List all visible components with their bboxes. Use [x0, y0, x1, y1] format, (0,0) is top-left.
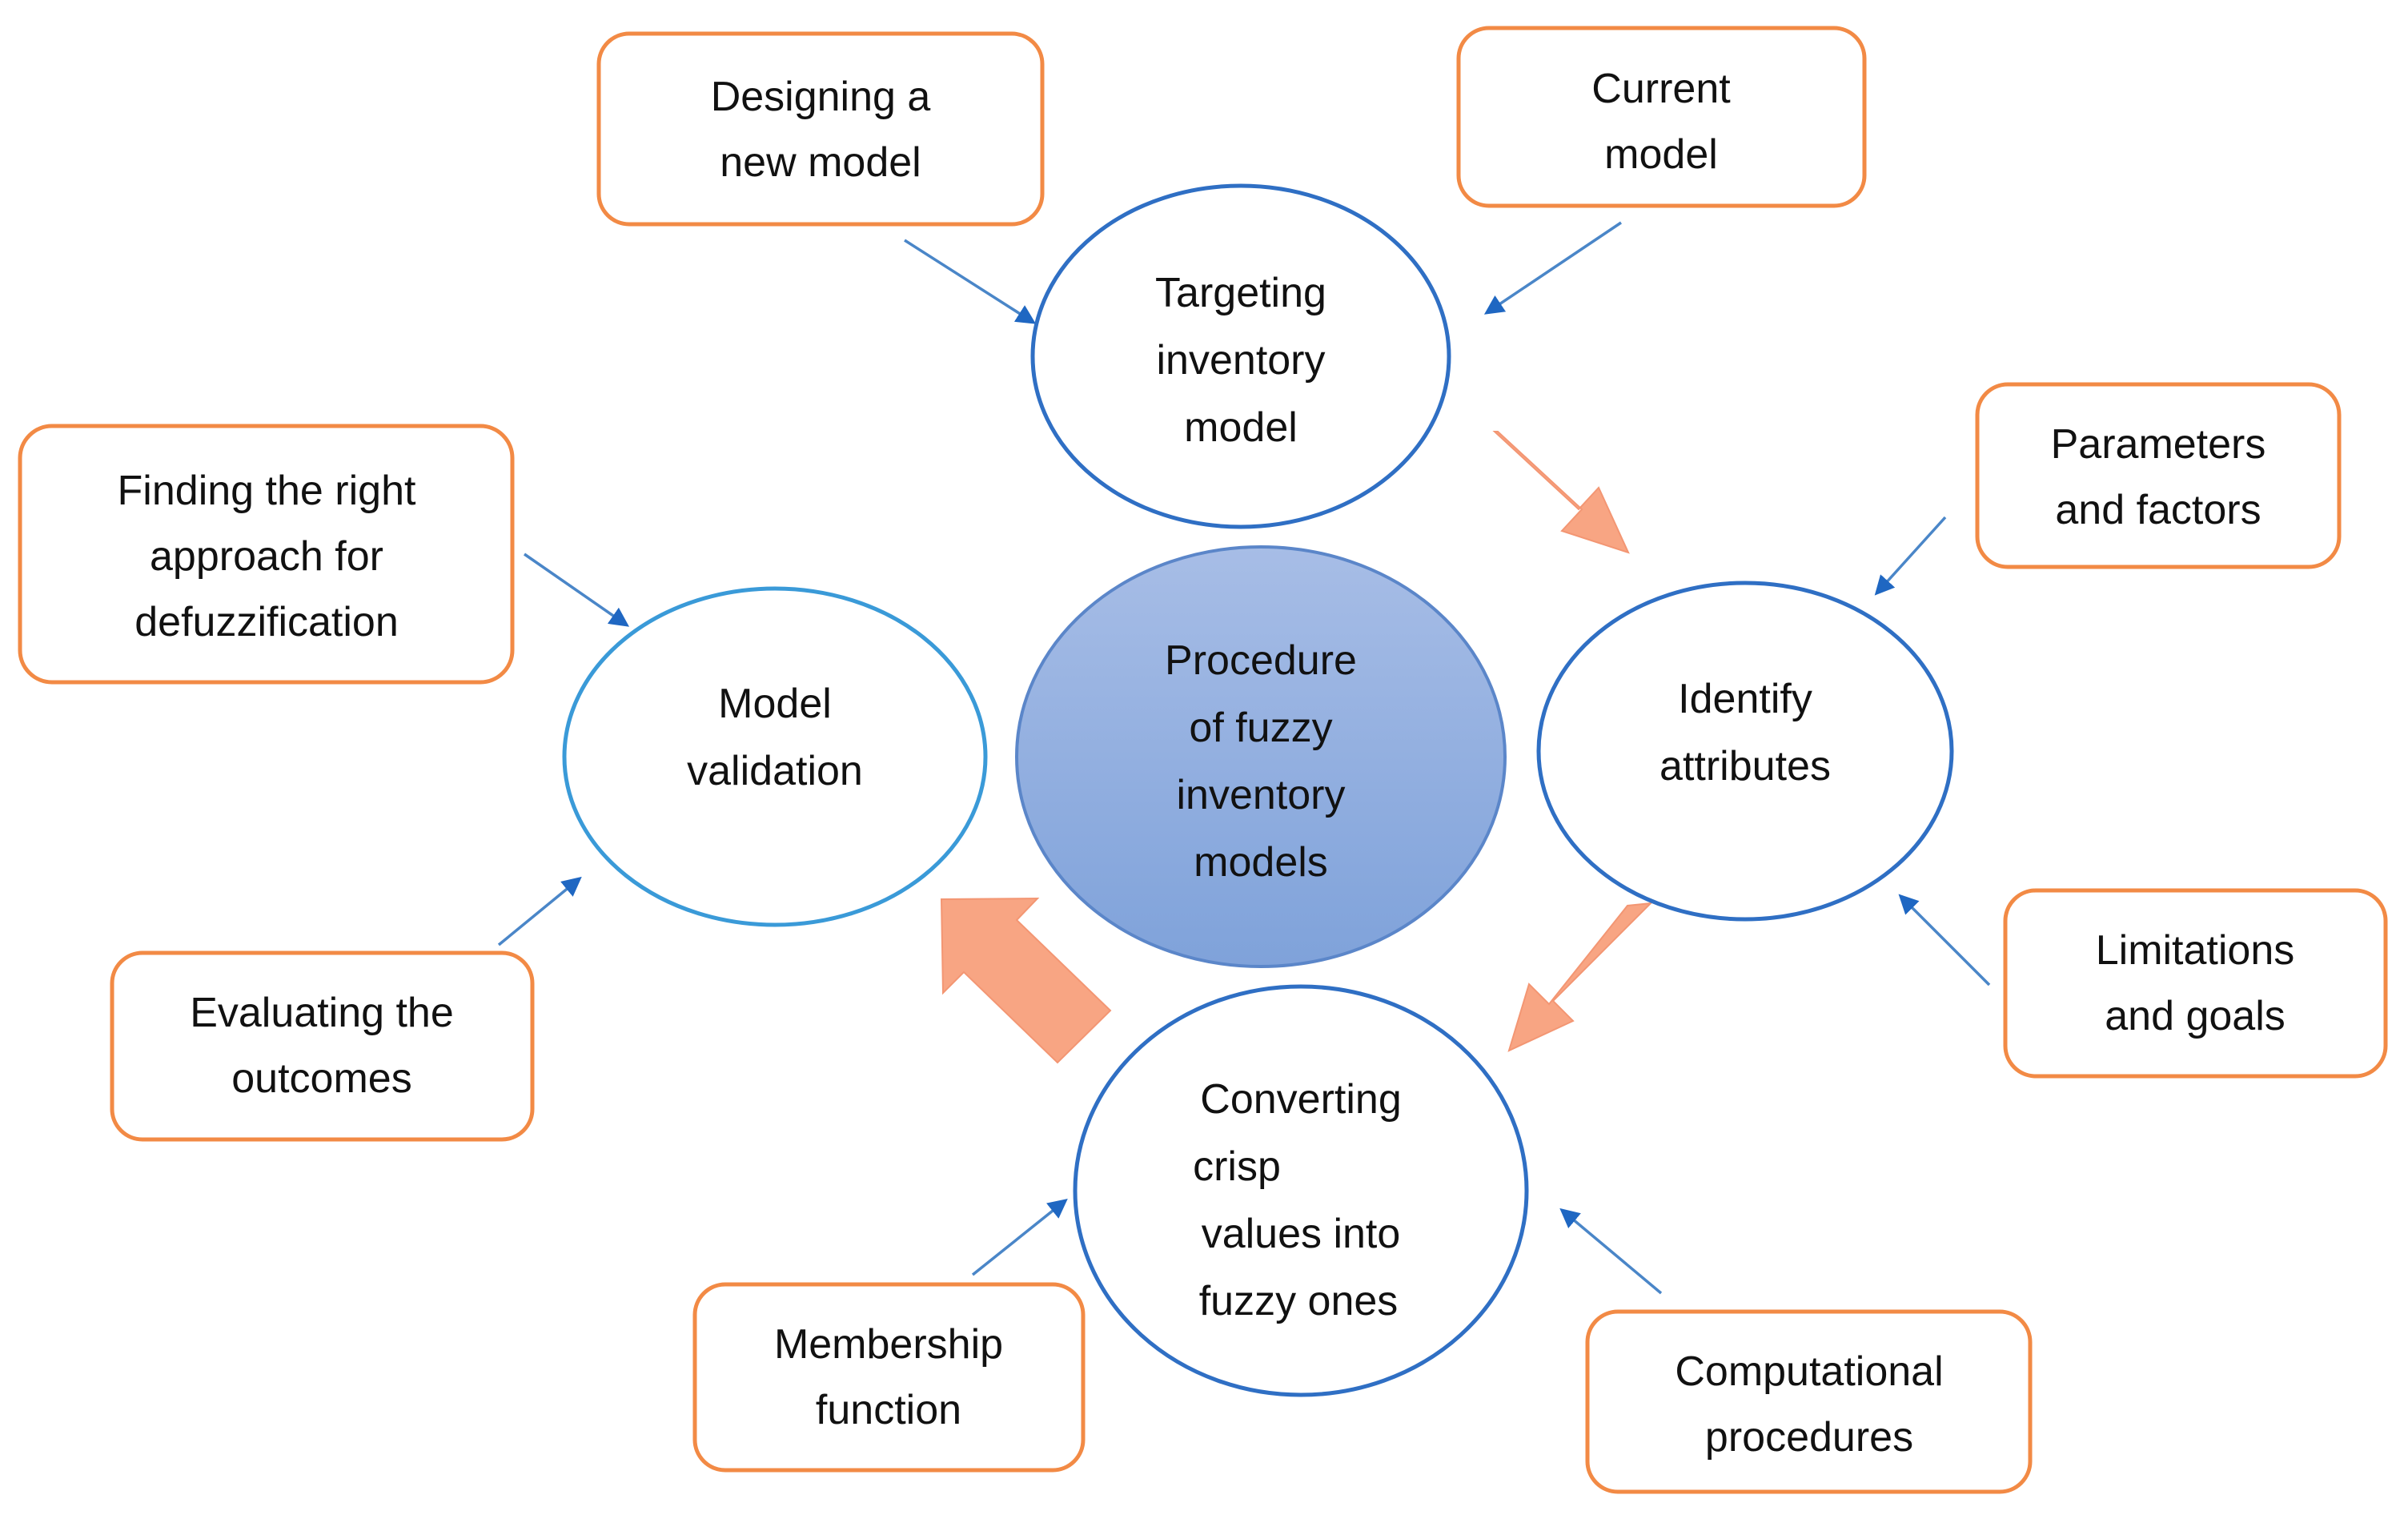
- stage-validation: Model validation: [562, 586, 988, 927]
- arrow-designing-to-targeting: [904, 239, 1037, 324]
- annotation-computational-box: [1585, 1309, 2033, 1494]
- stage-validation-ellipse: [562, 586, 988, 927]
- center-line-2: of fuzzy: [1189, 705, 1332, 751]
- flow-arrow-identify-to-converting: [1507, 902, 1653, 1052]
- flow-arrows: [940, 431, 1653, 1064]
- stage-converting-line-3: values into: [1202, 1211, 1401, 1257]
- annotation-designing: Designing a new model: [596, 31, 1045, 227]
- stage-targeting-line-3: model: [1184, 404, 1298, 451]
- annotation-membership-line-2: function: [816, 1387, 961, 1433]
- pointer-arrows: [497, 221, 1991, 1295]
- stage-identify: Identify attributes: [1536, 581, 1954, 922]
- annotation-finding-line-3: defuzzification: [134, 599, 399, 645]
- annotation-designing-line-1: Designing a: [711, 74, 931, 120]
- annotation-current: Current model: [1456, 26, 1867, 208]
- annotation-limitations: Limitations and goals: [2003, 888, 2388, 1079]
- flow-arrow-targeting-to-identify: [1492, 431, 1630, 554]
- annotation-membership-box: [692, 1282, 1086, 1473]
- center-line-3: inventory: [1177, 772, 1346, 818]
- arrow-computational-to-converting: [1559, 1208, 1663, 1295]
- stage-converting-line-1: Converting: [1200, 1076, 1401, 1123]
- annotation-current-box: [1456, 26, 1867, 208]
- annotation-evaluating: Evaluating the outcomes: [110, 950, 535, 1142]
- arrow-finding-to-validation: [524, 553, 630, 627]
- stage-targeting-line-2: inventory: [1157, 337, 1326, 384]
- arrow-membership-to-converting: [971, 1198, 1068, 1276]
- annotation-parameters: Parameters and factors: [1975, 382, 2342, 569]
- stage-validation-line-2: validation: [687, 748, 863, 794]
- stage-converting-line-4: fuzzy ones: [1199, 1278, 1399, 1324]
- stage-identify-line-1: Identify: [1678, 676, 1812, 722]
- annotation-evaluating-box: [110, 950, 535, 1142]
- annotation-designing-box: [596, 31, 1045, 227]
- arrow-evaluating-to-validation: [497, 876, 582, 946]
- stage-validation-line-1: Model: [718, 681, 832, 727]
- annotation-parameters-line-1: Parameters: [2051, 421, 2266, 468]
- annotation-parameters-line-2: and factors: [2055, 487, 2261, 533]
- annotation-computational-line-2: procedures: [1705, 1414, 1913, 1461]
- arrow-parameters-to-identify: [1874, 516, 1947, 596]
- annotation-current-line-1: Current: [1591, 66, 1731, 112]
- annotation-limitations-line-2: and goals: [2105, 993, 2286, 1039]
- stage-identify-ellipse: [1536, 581, 1954, 922]
- annotation-finding-box: [18, 424, 515, 685]
- annotation-finding: Finding the right approach for defuzzifi…: [18, 424, 515, 685]
- annotation-membership-line-1: Membership: [774, 1321, 1003, 1368]
- stage-identify-line-2: attributes: [1660, 743, 1831, 790]
- annotation-finding-line-1: Finding the right: [118, 468, 416, 514]
- annotation-parameters-box: [1975, 382, 2342, 569]
- annotation-computational-line-1: Computational: [1675, 1348, 1943, 1395]
- stage-targeting-ellipse: [1030, 183, 1451, 529]
- center-ellipse: [1015, 545, 1507, 968]
- center-node: Procedure of fuzzy inventory models: [1015, 545, 1507, 968]
- stage-converting-ellipse: [1073, 984, 1529, 1397]
- center-line-4: models: [1194, 839, 1328, 886]
- stage-converting: Converting crisp values into fuzzy ones: [1073, 984, 1529, 1397]
- center-line-1: Procedure: [1165, 637, 1357, 684]
- annotation-membership: Membership function: [692, 1282, 1086, 1473]
- arrow-limitations-to-identify: [1898, 894, 1991, 987]
- stage-targeting-line-1: Targeting: [1155, 270, 1326, 316]
- annotation-evaluating-line-1: Evaluating the: [190, 990, 454, 1036]
- stage-targeting: Targeting inventory model: [1030, 183, 1451, 529]
- arrow-current-to-targeting: [1483, 221, 1622, 315]
- annotation-designing-line-2: new model: [720, 139, 921, 186]
- annotation-computational: Computational procedures: [1585, 1309, 2033, 1494]
- stage-converting-line-2: crisp: [1193, 1143, 1281, 1190]
- annotation-evaluating-line-2: outcomes: [231, 1055, 411, 1102]
- annotation-limitations-box: [2003, 888, 2388, 1079]
- annotation-finding-line-2: approach for: [150, 533, 383, 580]
- annotation-limitations-line-1: Limitations: [2096, 927, 2295, 974]
- annotation-current-line-2: model: [1604, 131, 1718, 178]
- flow-arrow-converting-to-validation: [940, 897, 1112, 1064]
